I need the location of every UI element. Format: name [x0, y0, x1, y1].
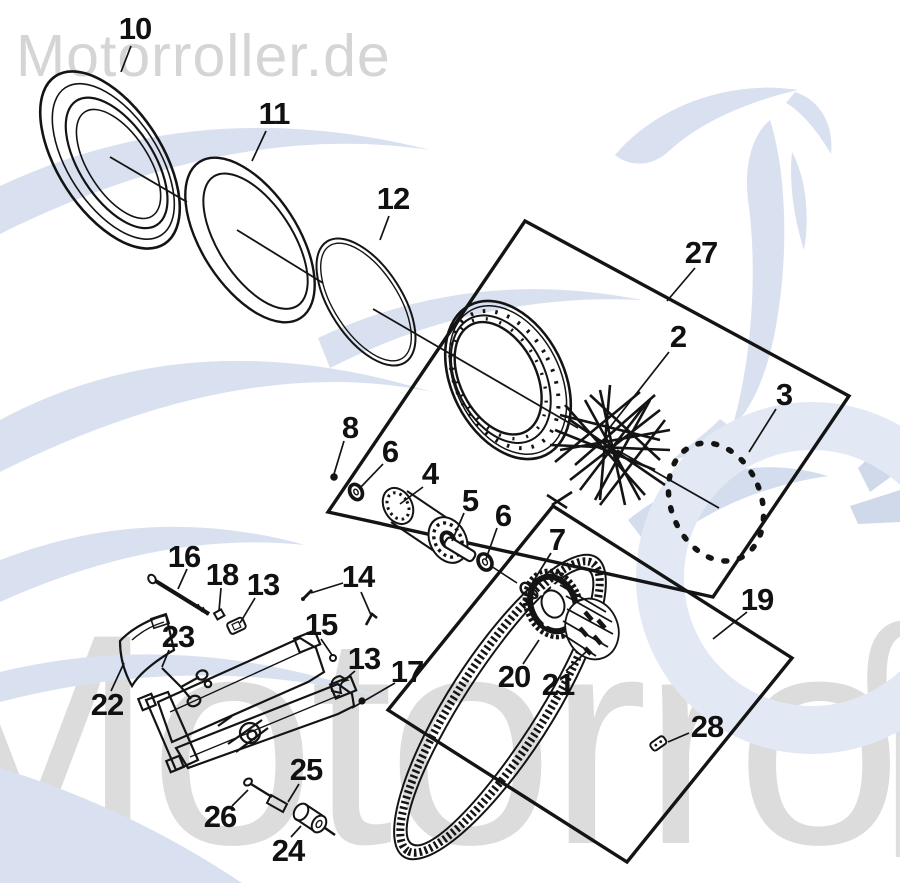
spokes-bundle-2 [546, 384, 671, 510]
bearing-6a [347, 482, 365, 502]
leader-line-14 [360, 591, 372, 616]
leader-line-27 [666, 267, 696, 302]
nipples-ring-3 [665, 440, 767, 564]
leader-line-2 [606, 351, 670, 432]
tire-10 [38, 70, 182, 250]
chain-adjuster [243, 777, 336, 836]
clamp-13b [330, 674, 350, 695]
leader-line-16 [177, 568, 188, 590]
damper-hub-21 [555, 584, 620, 661]
rim-band-12 [315, 237, 417, 367]
swingarm-pivot-detail [217, 715, 269, 753]
frame-box-27 [325, 218, 852, 599]
leader-line-18 [218, 587, 222, 612]
plate-13a [226, 616, 247, 635]
screw-14a [301, 588, 314, 601]
leader-line-25 [287, 783, 300, 803]
spacer-25 [265, 793, 289, 814]
sprocket-20 [522, 568, 584, 640]
leader-line-12 [379, 215, 390, 241]
leader-line-15 [320, 638, 333, 656]
leader-line-3 [748, 408, 777, 453]
bolt-26 [243, 777, 253, 787]
leader-line-6 [485, 527, 498, 560]
leader-line-13 [239, 597, 256, 624]
stay-fork-23 [161, 667, 213, 708]
axle-rod-16 [147, 573, 211, 616]
leader-line-13 [341, 670, 356, 683]
dropout-left [292, 628, 322, 654]
leader-line-22 [110, 662, 125, 692]
leader-line-4 [399, 486, 424, 505]
bolt-8 [330, 473, 338, 481]
leader-line-21 [565, 648, 590, 672]
leader-lines [110, 45, 777, 838]
bearing-6b [476, 552, 494, 572]
leader-line-20 [522, 639, 540, 665]
bolt-15 [329, 654, 337, 662]
leader-line-23 [161, 649, 170, 668]
leader-line-11 [251, 130, 267, 162]
leader-line-24 [290, 825, 302, 838]
nut-18 [212, 608, 226, 621]
leader-line-8 [333, 440, 345, 475]
leader-line-26 [231, 789, 249, 807]
leader-line-17 [351, 682, 396, 709]
bracket-22 [118, 612, 176, 689]
master-link-28 [649, 735, 668, 752]
logo-circle-swoosh [636, 402, 900, 754]
leader-line-5 [451, 512, 465, 542]
roller-24 [292, 802, 336, 836]
axle-parts [330, 473, 539, 600]
leader-line-10 [120, 45, 132, 73]
leader-line-7 [530, 552, 552, 586]
wheel-rim-2 [443, 299, 573, 461]
tube-ring-11 [184, 156, 316, 324]
chain-box-19 [385, 503, 795, 865]
leader-line-19 [712, 611, 748, 640]
clip-14b [364, 612, 378, 626]
drive-chain-19 [393, 553, 607, 861]
spacer-5 [443, 536, 477, 563]
watermark-top-text: Motorroller.de [16, 23, 391, 89]
leader-line-28 [667, 732, 690, 743]
leader-line-14 [310, 582, 344, 594]
leader-line-6 [358, 463, 384, 490]
